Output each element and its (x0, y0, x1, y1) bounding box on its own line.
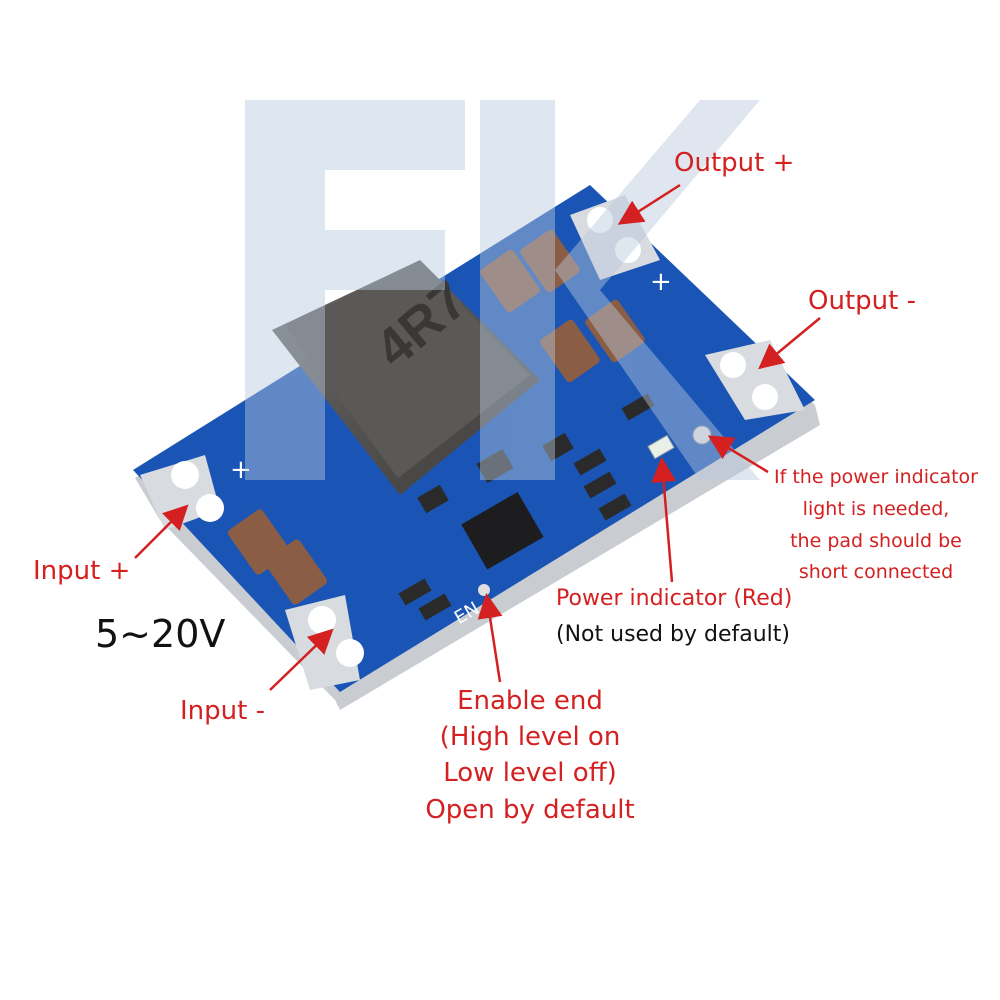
voltage-range: 5~20V (95, 612, 226, 656)
silk-plus-output: + (650, 267, 672, 297)
annotation-arrows (134, 183, 821, 691)
jumper-pad (692, 425, 712, 445)
pad-hole (308, 606, 336, 634)
label-not-used: (Not used by default) (556, 622, 790, 647)
enable-note-line: Open by default (425, 794, 635, 825)
inductor-top (285, 262, 530, 478)
silk-plus-input: + (230, 455, 252, 485)
smd-resistors (398, 393, 655, 621)
label-pad-note: If the power indicator light is needed, … (766, 466, 986, 584)
label-input-minus: Input - (180, 696, 265, 726)
label-output-plus: Output + (674, 148, 795, 178)
label-output-minus: Output - (808, 286, 916, 316)
pad-hole (336, 639, 364, 667)
pad-hole (720, 352, 746, 378)
capacitor-group (227, 229, 645, 605)
label-enable-note: Enable end (High level on Low level off)… (410, 686, 650, 826)
pad-hole (196, 494, 224, 522)
pad-note-line: If the power indicator (774, 466, 978, 488)
enable-pad (478, 584, 490, 596)
enable-note-line: Low level off) (443, 758, 617, 789)
power-led (647, 434, 675, 460)
watermark-logo (245, 100, 760, 480)
pad-note-line: light is needed, (802, 497, 950, 520)
pad-hole (171, 461, 199, 489)
ic-chip (461, 491, 544, 570)
label-power-indicator: Power indicator (Red) (556, 586, 793, 611)
enable-note-line: (High level on (439, 722, 621, 753)
label-input-plus: Input + (33, 556, 131, 586)
pad-note-line: short connected (798, 561, 954, 584)
enable-note-line: Enable end (457, 686, 603, 716)
pad-hole (587, 207, 613, 233)
pad-note-line: the pad should be (790, 529, 962, 552)
pad-hole (615, 237, 641, 263)
pad-hole (752, 384, 778, 410)
